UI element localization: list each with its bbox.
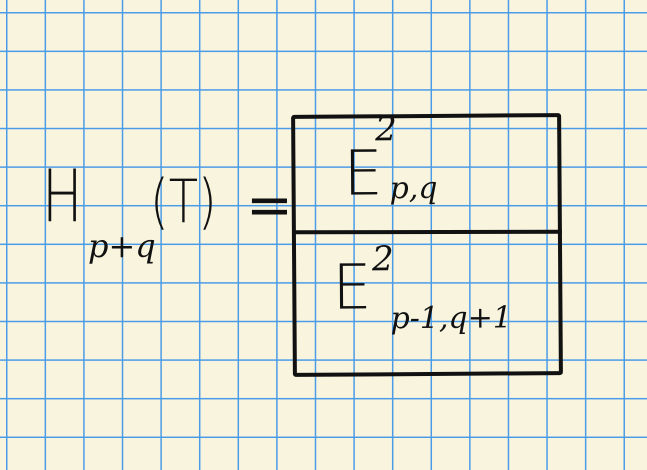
box-divider <box>293 229 562 235</box>
bottom-e-symbol: E <box>332 250 372 324</box>
equals-sign: = <box>246 173 293 238</box>
homology-argument: (T) <box>150 167 217 237</box>
bottom-e-subscript: p-1,q+1 <box>390 300 513 337</box>
homology-symbol: H <box>42 154 83 238</box>
top-e-superscript: 2 <box>375 109 397 150</box>
top-e-subscript: p,q <box>389 170 438 207</box>
filtration-box: E 2 p,q E 2 p-1,q+1 <box>291 109 563 377</box>
top-e-symbol: E <box>343 136 383 210</box>
homology-subscript: p+q <box>88 227 156 265</box>
bottom-e-superscript: 2 <box>371 239 394 280</box>
